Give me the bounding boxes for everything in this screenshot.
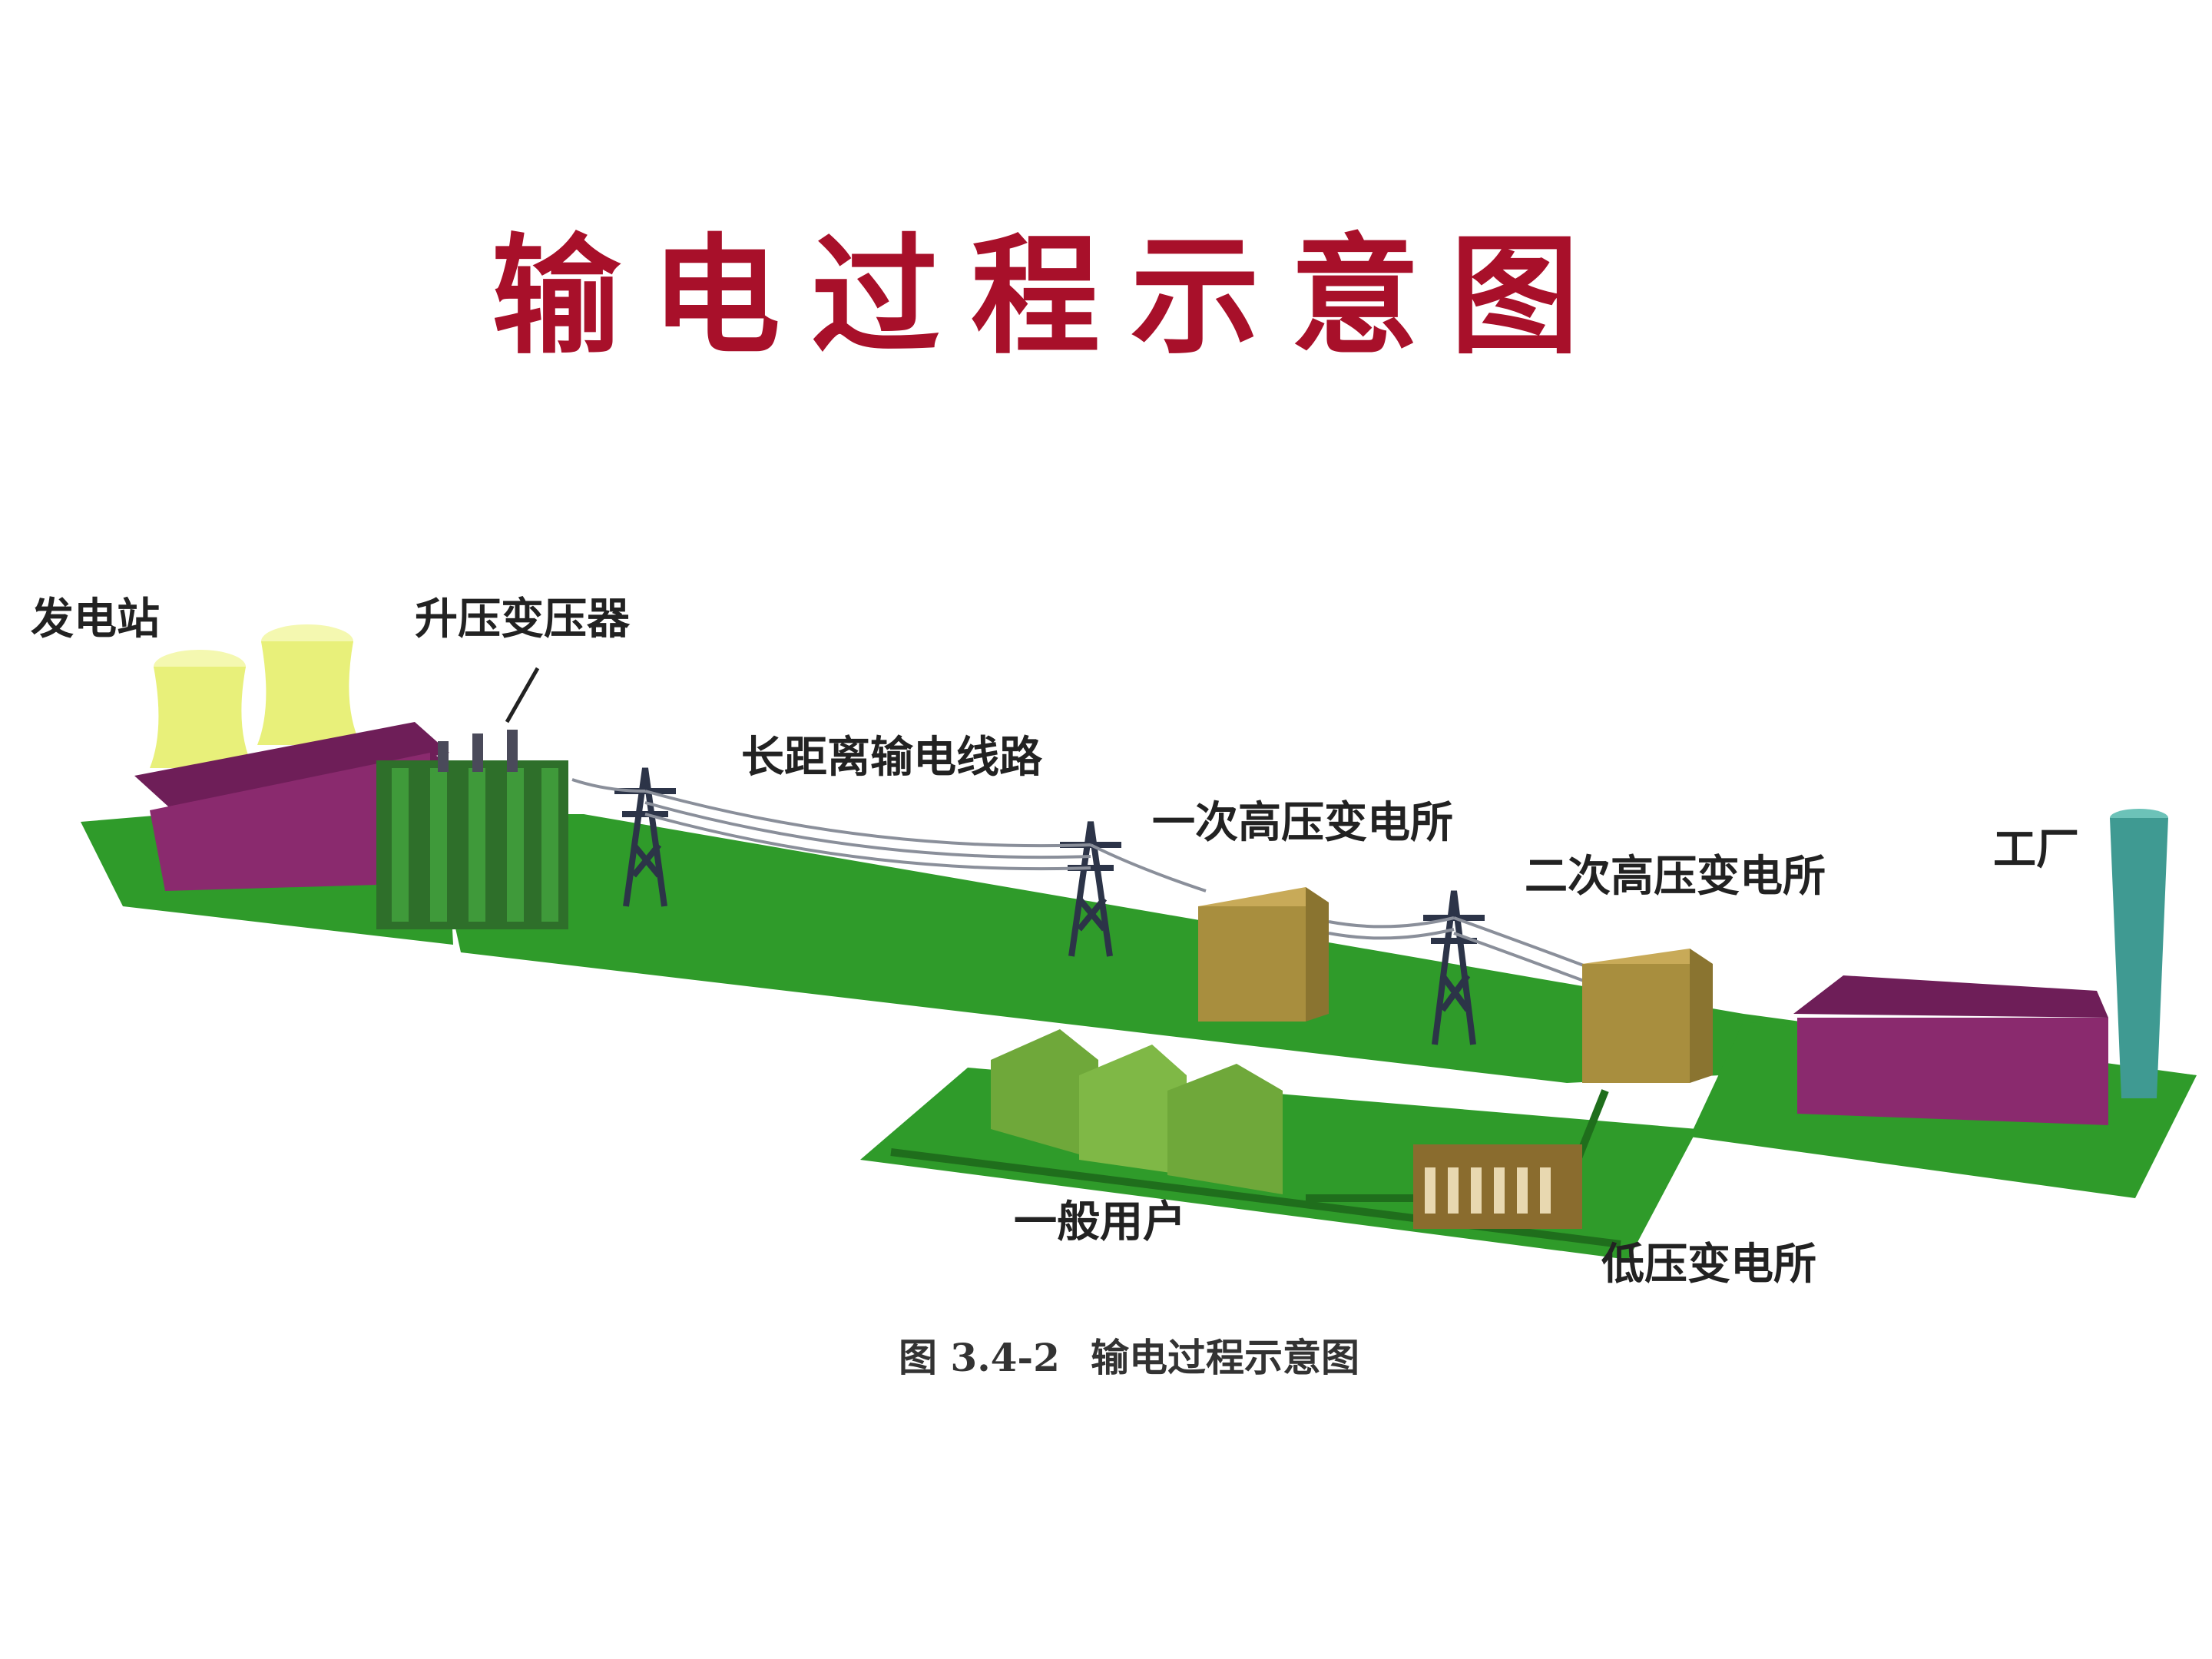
station-building — [150, 753, 430, 891]
cooling-tower-right — [257, 641, 361, 745]
label-low-voltage-substation: 低压变电所 — [1601, 1239, 1816, 1290]
caption-number: 图 3.4-2 — [899, 1335, 1060, 1380]
bushing-2 — [472, 733, 483, 772]
transformer-pointer — [505, 667, 540, 724]
transformer-fin-4 — [507, 768, 524, 922]
station-roof — [134, 722, 449, 814]
power-lines — [571, 778, 1591, 985]
transformer-fin-5 — [541, 768, 558, 922]
house-3 — [1167, 1064, 1283, 1194]
bushing-3 — [507, 730, 518, 772]
label-primary-substation: 一次高压变电所 — [1152, 797, 1453, 848]
factory-roof — [1793, 975, 2108, 1018]
slide-title: 输电过程示意图 — [492, 220, 1610, 372]
label-secondary-substation: 二次高压变电所 — [1525, 851, 1826, 902]
primary-substation — [1198, 887, 1329, 1022]
step-up-transformer — [376, 730, 568, 929]
label-long-distance-line: 长距离输电线路 — [741, 732, 1043, 783]
chimney — [2110, 818, 2168, 1098]
label-step-up-transformer: 升压变压器 — [415, 594, 631, 644]
factory-building — [1797, 1018, 2108, 1125]
transformer-fin-1 — [392, 768, 409, 922]
factory — [1793, 809, 2168, 1125]
secondary-substation — [1582, 949, 1713, 1083]
house-1 — [991, 1029, 1098, 1160]
caption-text: 输电过程示意图 — [1091, 1335, 1359, 1380]
general-user-houses — [991, 1029, 1283, 1194]
bushing-1 — [438, 741, 449, 772]
label-general-users: 一般用户 — [1014, 1197, 1186, 1247]
label-factory: 工厂 — [1993, 824, 2079, 875]
transformer-fin-3 — [469, 768, 485, 922]
label-power-station: 发电站 — [31, 594, 160, 644]
transformer-fin-2 — [430, 768, 447, 922]
low-voltage-transformer — [1413, 1144, 1582, 1229]
tower-3 — [1423, 890, 1485, 1045]
cooling-tower-left — [150, 667, 253, 768]
house-2 — [1079, 1045, 1187, 1175]
